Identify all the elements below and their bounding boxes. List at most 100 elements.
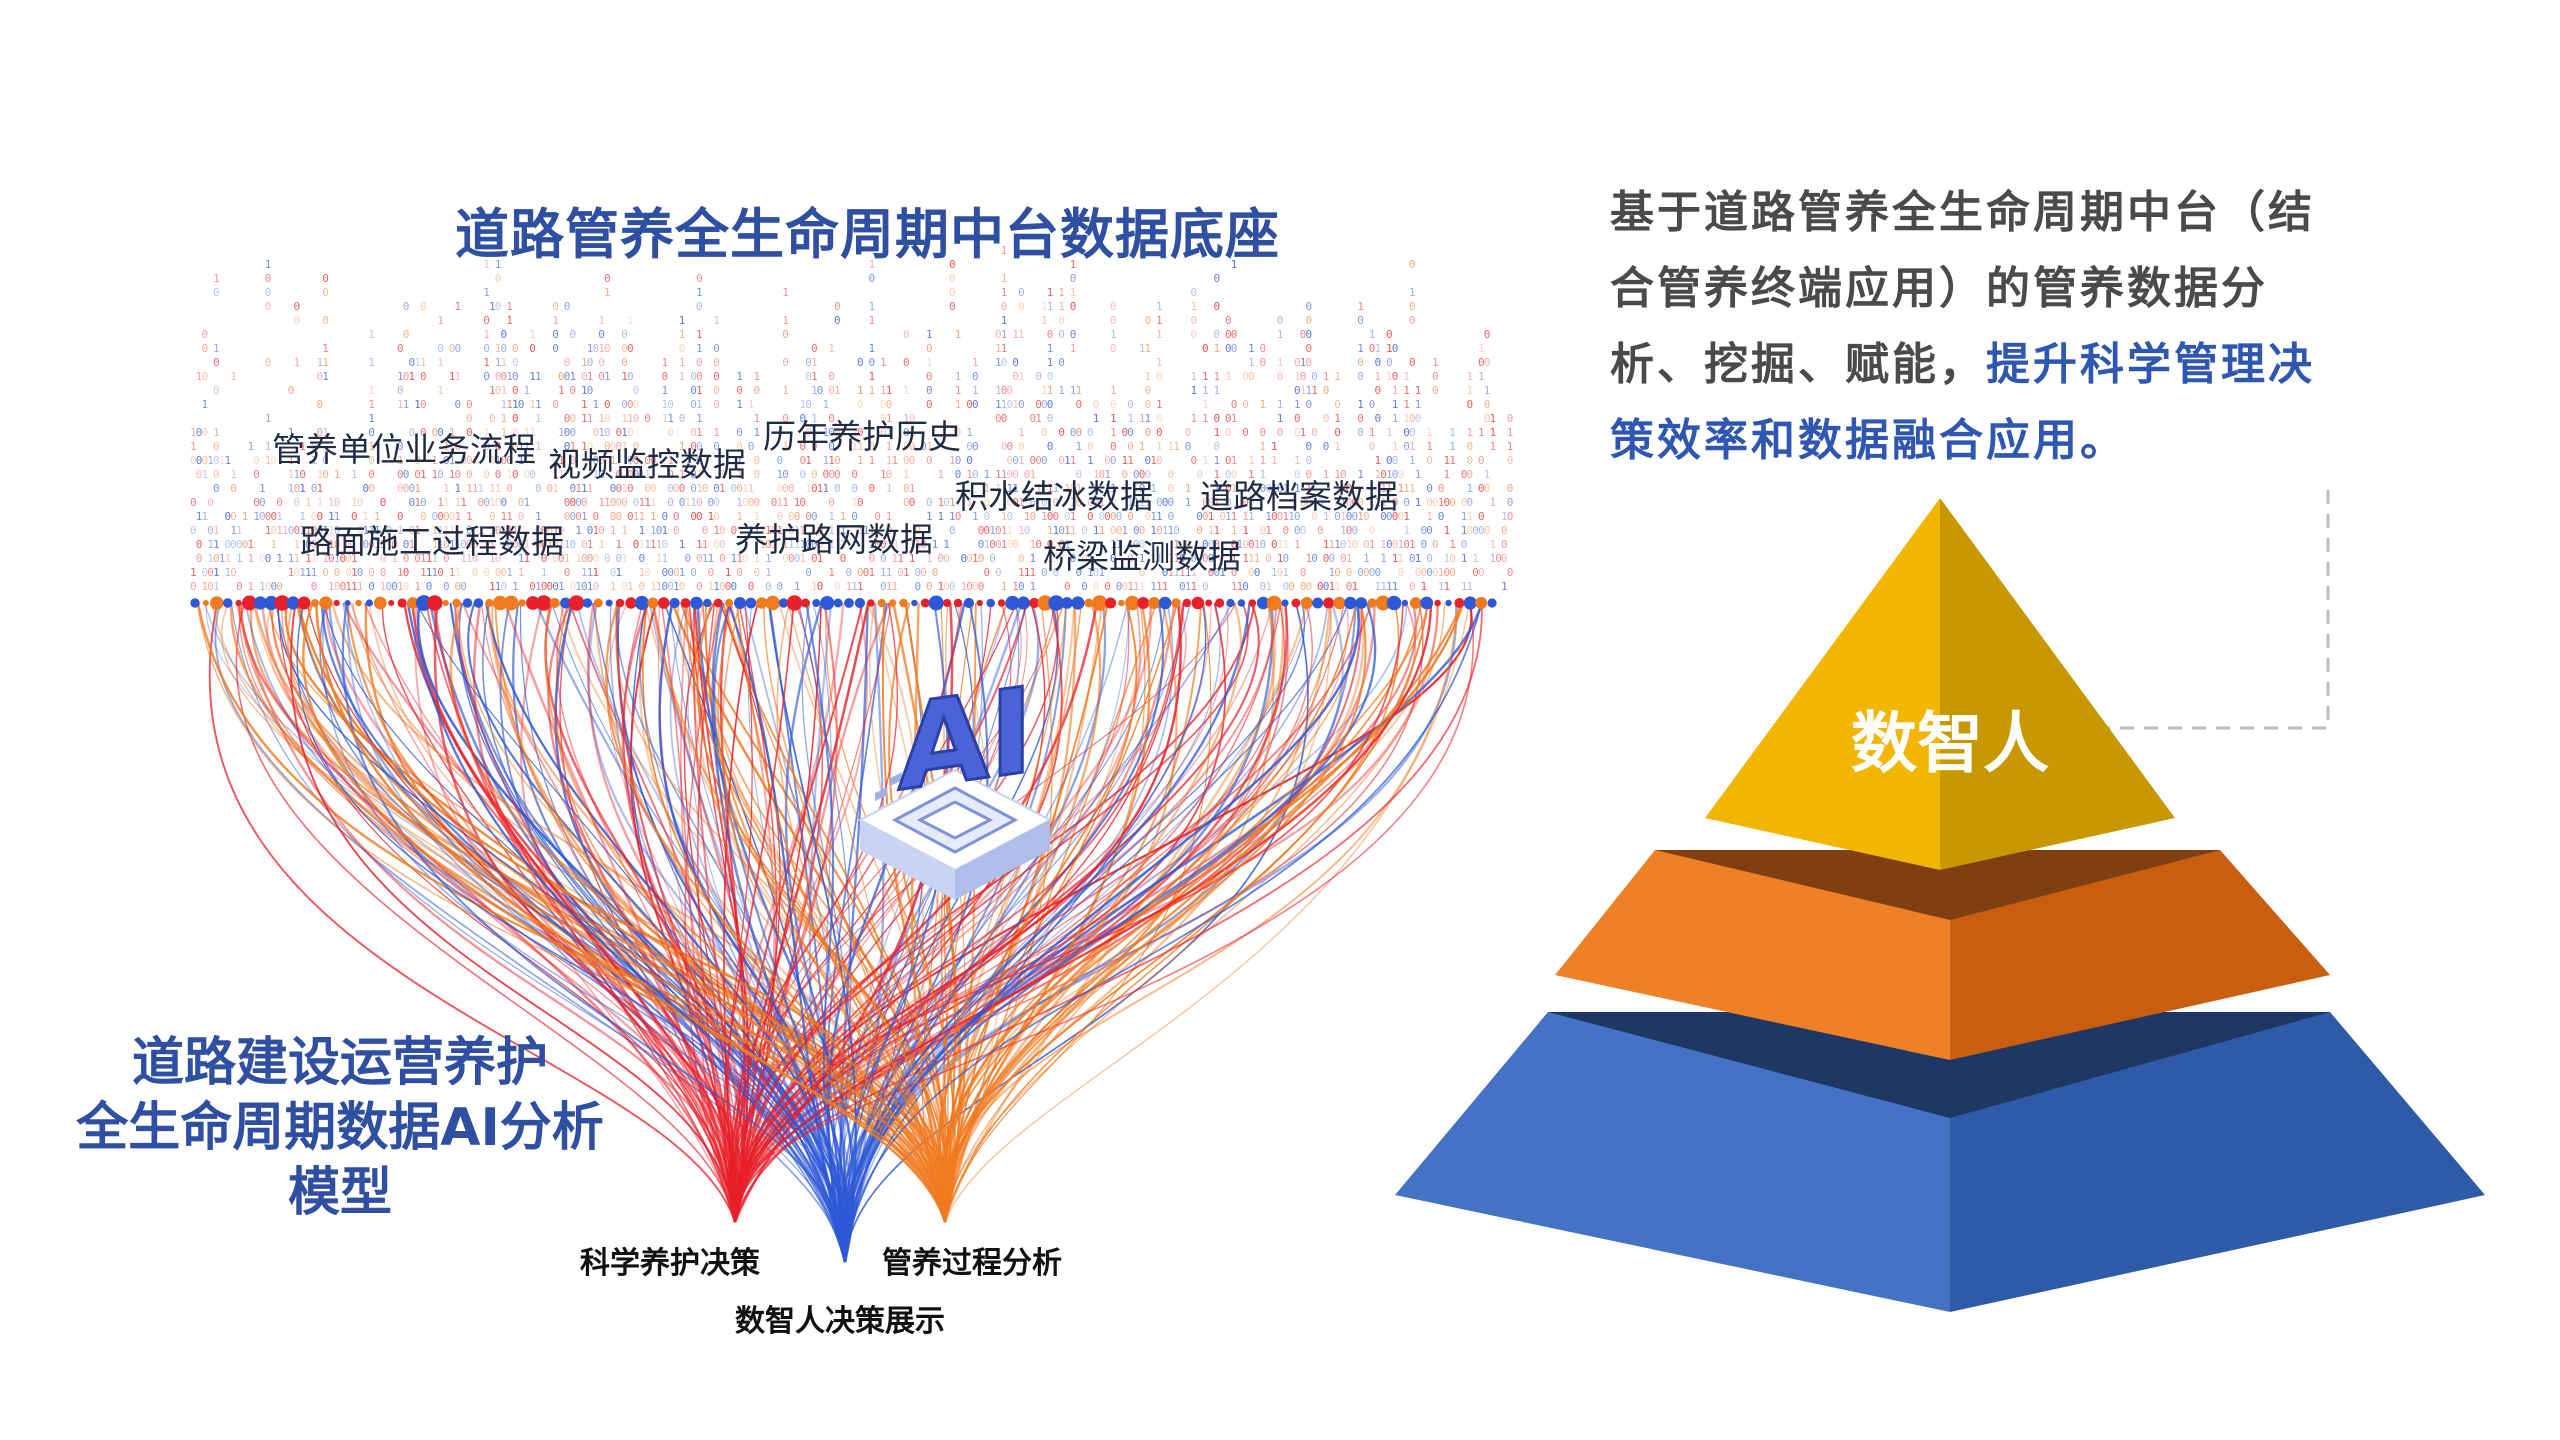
binary-digit: 0 [587, 356, 594, 369]
source-dot [365, 599, 373, 607]
binary-digit: 1 [380, 538, 387, 551]
binary-digit: 1 [1260, 468, 1267, 481]
binary-digit: 0 [938, 552, 945, 565]
source-dot [1401, 599, 1409, 607]
binary-digit: 0 [995, 328, 1002, 341]
binary-digit: 1 [777, 524, 784, 537]
binary-digit: 1 [1444, 552, 1451, 565]
binary-digit: 1 [880, 356, 887, 369]
data-flow-curves [196, 602, 1484, 1263]
source-dot [899, 598, 908, 608]
binary-digit: 1 [1070, 286, 1077, 299]
binary-digit: 0 [403, 328, 410, 341]
model-title-line-2: 全生命周期数据AI分析 [76, 1098, 604, 1158]
binary-digit: 1 [489, 496, 496, 509]
binary-digit: 1 [627, 580, 634, 593]
binary-digit: 1 [265, 440, 272, 453]
binary-digit: 0 [713, 510, 720, 523]
binary-digit: 0 [1145, 314, 1152, 327]
binary-digit: 1 [1110, 482, 1117, 495]
binary-digit: 1 [777, 496, 784, 509]
binary-digit: 0 [587, 524, 594, 537]
source-dot [1016, 596, 1030, 610]
binary-digit: 1 [351, 566, 358, 579]
binary-digit: 1 [1001, 580, 1008, 593]
binary-digit: 0 [213, 454, 220, 467]
binary-digit: 0 [909, 454, 916, 467]
binary-digit: 0 [828, 468, 835, 481]
binary-digit: 0 [1104, 454, 1111, 467]
binary-digit: 0 [1300, 566, 1307, 579]
source-dot [1237, 599, 1246, 607]
binary-digit: 0 [673, 482, 680, 495]
binary-digit: 0 [943, 496, 950, 509]
binary-digit: 1 [1478, 342, 1485, 355]
binary-digit: 0 [1426, 454, 1433, 467]
source-dot [943, 599, 952, 607]
binary-digit: 0 [621, 580, 628, 593]
binary-digit: 1 [403, 398, 410, 411]
binary-digit: 1 [1260, 454, 1267, 467]
binary-digit: 0 [1260, 356, 1267, 369]
binary-digit: 1 [656, 538, 663, 551]
source-dot [765, 595, 780, 611]
binary-digit: 1 [1168, 552, 1175, 565]
binary-digit: 0 [673, 566, 680, 579]
binary-digit: 1 [202, 398, 209, 411]
binary-digit: 0 [644, 454, 651, 467]
binary-digit: 1 [1294, 370, 1301, 383]
binary-digit: 0 [1271, 538, 1278, 551]
binary-digit: 1 [1122, 524, 1129, 537]
flow-curve [870, 602, 960, 1223]
binary-digit: 1 [1127, 412, 1134, 425]
binary-digit: 1 [575, 524, 582, 537]
binary-digit: 0 [782, 328, 789, 341]
binary-digit: 0 [1156, 454, 1163, 467]
binary-digit: 1 [1375, 482, 1382, 495]
binary-digit: 0 [1116, 580, 1123, 593]
binary-digit: 0 [869, 440, 876, 453]
binary-digit: 0 [604, 342, 611, 355]
binary-digit: 0 [639, 552, 646, 565]
binary-digit: 0 [1495, 552, 1502, 565]
binary-digit: 1 [305, 524, 312, 537]
binary-digit: 1 [857, 440, 864, 453]
binary-digit: 1 [1265, 524, 1272, 537]
binary-digit: 1 [299, 482, 306, 495]
binary-digit: 1 [351, 552, 358, 565]
binary-digit: 1 [1415, 384, 1422, 397]
binary-digit: 0 [1047, 328, 1054, 341]
binary-digit: 0 [765, 580, 772, 593]
binary-digit: 1 [328, 510, 335, 523]
binary-digit: 0 [1369, 524, 1376, 537]
binary-digit: 0 [857, 524, 864, 537]
binary-digit: 0 [880, 398, 887, 411]
binary-digit: 1 [483, 426, 490, 439]
binary-digit: 1 [1363, 552, 1370, 565]
binary-digit: 1 [857, 384, 864, 397]
binary-digit: 1 [265, 258, 272, 271]
flow-curve [844, 602, 1221, 1263]
source-dot [920, 598, 930, 608]
binary-digit: 1 [1173, 538, 1180, 551]
binary-digit: 0 [811, 552, 818, 565]
binary-digit: 1 [1231, 524, 1238, 537]
binary-digit: 0 [213, 482, 220, 495]
binary-digit: 1 [1346, 538, 1353, 551]
binary-digit: 0 [518, 398, 525, 411]
binary-digit: 0 [1030, 496, 1037, 509]
binary-digit: 1 [409, 370, 416, 383]
binary-digit: 1 [512, 524, 519, 537]
binary-digit: 0 [788, 524, 795, 537]
binary-digit: 0 [368, 566, 375, 579]
binary-digit: 1 [679, 566, 686, 579]
binary-digit: 1 [696, 468, 703, 481]
binary-digit: 1 [1415, 496, 1422, 509]
binary-digit: 0 [552, 580, 559, 593]
source-dot [1386, 595, 1402, 611]
binary-digit: 1 [420, 566, 427, 579]
binary-digit: 1 [397, 454, 404, 467]
binary-digit: 0 [1162, 496, 1169, 509]
source-dot [355, 599, 362, 607]
binary-digit: 1 [1156, 580, 1163, 593]
